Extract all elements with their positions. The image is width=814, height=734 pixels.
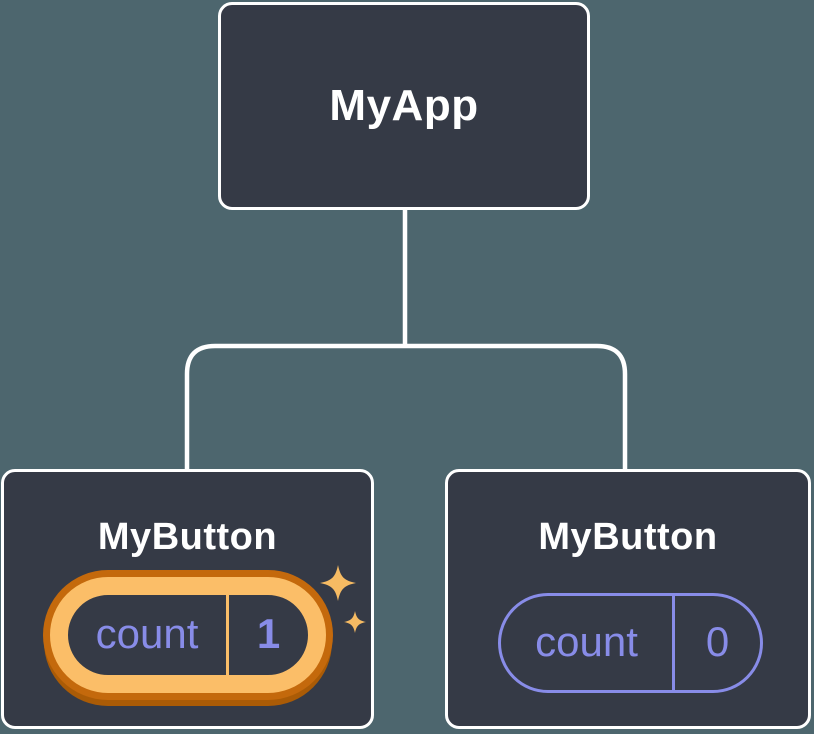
- tree-node-child-right: MyButton count 0: [445, 469, 811, 729]
- state-name: count: [535, 618, 638, 665]
- pill-divider: [226, 595, 229, 675]
- state-value: 1: [256, 610, 281, 657]
- root-node-label: MyApp: [329, 81, 479, 130]
- tree-node-root: MyApp: [218, 2, 590, 210]
- child-node-label: MyButton: [538, 516, 718, 558]
- child-node-label: MyButton: [97, 516, 278, 558]
- pill-divider: [672, 596, 675, 690]
- state-name: count: [95, 610, 199, 657]
- state-pill-plain: count 0: [498, 593, 763, 693]
- tree-node-child-left: MyButton count 1: [1, 469, 374, 729]
- state-pill-highlighted: count 1: [50, 577, 326, 693]
- state-value: 0: [705, 618, 730, 665]
